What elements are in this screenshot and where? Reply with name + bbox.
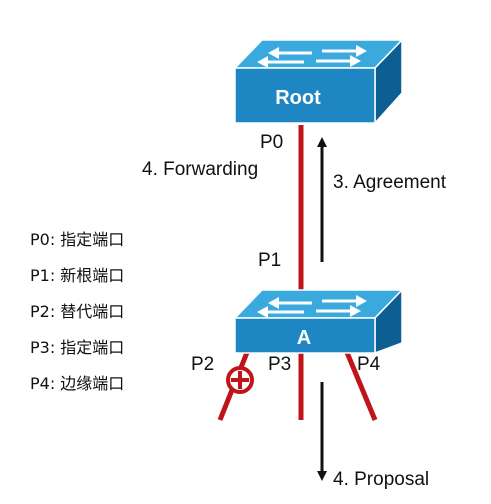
legend-item-p3: P3: 指定端口 — [30, 338, 125, 357]
port-label-p2: P2 — [191, 354, 214, 375]
legend-item-p2: P2: 替代端口 — [30, 302, 125, 321]
switch-a-label: A — [297, 327, 311, 349]
p4-link — [343, 349, 378, 421]
switch-arrows-icon — [257, 45, 367, 68]
agreement-label: 3. Agreement — [333, 172, 447, 193]
port-label-p4: P4 — [357, 354, 381, 375]
root-switch-label: Root — [275, 87, 321, 109]
legend-item-p1: P1: 新根端口 — [30, 266, 125, 285]
proposal-label: 4. Proposal — [333, 469, 429, 490]
port-label-p3: P3 — [268, 354, 291, 375]
port-label-p1: P1 — [258, 250, 281, 271]
switch-arrows-icon — [257, 295, 367, 318]
port-role-legend: P0: 指定端口 P1: 新根端口 P2: 替代端口 P3: 指定端口 P4: … — [30, 222, 124, 402]
switch-a: A — [233, 288, 404, 355]
legend-item-p0: P0: 指定端口 — [30, 230, 125, 249]
root-switch: Root — [233, 38, 404, 125]
port-label-p0: P0 — [260, 132, 283, 153]
forwarding-label: 4. Forwarding — [142, 159, 258, 180]
blocked-port-icon — [226, 366, 254, 394]
legend-item-p4: P4: 边缘端口 — [30, 374, 125, 393]
